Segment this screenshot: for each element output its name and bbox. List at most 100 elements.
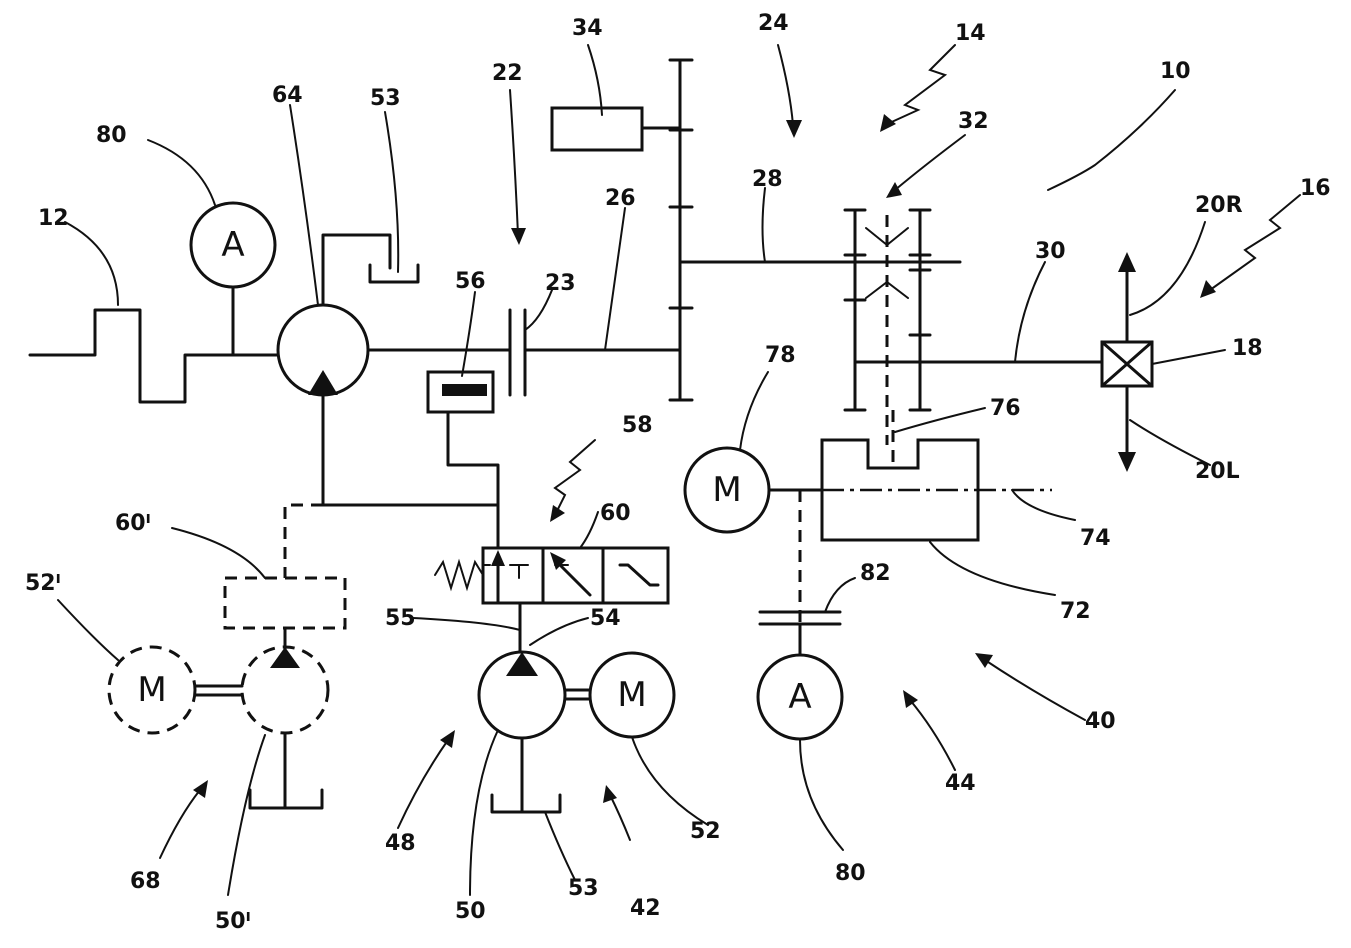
label-18: 18	[1232, 336, 1263, 361]
label-48: 48	[385, 831, 416, 856]
label-23: 23	[545, 271, 576, 296]
leader-34	[587, 44, 603, 116]
solenoid-symbol	[618, 563, 660, 587]
label-24: 24	[758, 11, 789, 36]
label-60p: 60ᴵ	[115, 511, 151, 536]
arrow-68	[159, 789, 201, 859]
arrow-16	[1209, 194, 1301, 291]
valve-60-diag	[553, 558, 592, 597]
leader-78	[739, 371, 769, 451]
label-16: 16	[1300, 176, 1331, 201]
motor-78-symbol: M	[712, 470, 741, 510]
label-26: 26	[605, 186, 636, 211]
accumulator-80-bottom-symbol: A	[788, 677, 811, 717]
leader-55	[412, 617, 521, 631]
leader-54	[529, 617, 589, 646]
label-80-top: 80	[96, 123, 127, 148]
leader-20R	[1129, 221, 1206, 316]
leader-82	[824, 577, 856, 613]
label-68: 68	[130, 869, 161, 894]
label-76: 76	[990, 396, 1021, 421]
label-20L: 20L	[1195, 459, 1240, 484]
label-55: 55	[385, 606, 416, 631]
arrow-58	[553, 439, 596, 516]
label-56: 56	[455, 269, 486, 294]
arrow-22-head	[511, 228, 526, 245]
arrow-68-head	[193, 780, 208, 798]
arrow-42-head	[603, 785, 617, 803]
leader-52p	[57, 599, 119, 661]
arrow-42	[609, 794, 631, 841]
leader-53-top	[384, 111, 400, 273]
arrow-14-head	[880, 114, 896, 132]
label-40: 40	[1085, 709, 1116, 734]
label-74: 74	[1080, 526, 1111, 551]
leader-74	[1011, 489, 1076, 521]
leader-53-bottom	[544, 811, 576, 881]
leader-10	[1047, 89, 1176, 191]
motor-52p-symbol: M	[137, 670, 166, 710]
label-54: 54	[590, 606, 621, 631]
leader-23	[524, 289, 553, 331]
box-34	[550, 106, 644, 152]
leader-50	[469, 729, 499, 896]
valve-60-solenoid	[601, 546, 670, 605]
label-20R: 20R	[1195, 193, 1243, 218]
engine-shaft-12	[28, 308, 280, 404]
line-60p-branch	[283, 503, 323, 578]
label-72: 72	[1060, 599, 1091, 624]
leader-76	[894, 407, 986, 433]
leader-30	[1014, 261, 1046, 363]
label-53-bottom: 53	[568, 876, 599, 901]
valve-60-arrow	[550, 552, 566, 570]
label-80-bottom: 80	[835, 861, 866, 886]
tank-53-bottom	[490, 793, 562, 814]
axle-20R-arrow	[1118, 252, 1136, 272]
arrow-48	[397, 739, 449, 829]
leader-72	[929, 541, 1056, 596]
label-44: 44	[945, 771, 976, 796]
arrow-24	[777, 44, 794, 126]
label-78: 78	[765, 343, 796, 368]
arrow-16-head	[1200, 280, 1216, 298]
label-30: 30	[1035, 239, 1066, 264]
valve-spring	[434, 558, 484, 592]
label-28: 28	[752, 167, 783, 192]
label-12: 12	[38, 206, 69, 231]
tank-50p	[248, 788, 324, 810]
leader-60	[579, 511, 599, 549]
tank-line-53-top	[321, 233, 392, 307]
actuator-56-line	[446, 410, 500, 550]
arrow-44	[909, 699, 956, 771]
tank-53-top	[368, 263, 420, 284]
label-82: 82	[860, 561, 891, 586]
label-32: 32	[958, 109, 989, 134]
leader-60p	[171, 527, 266, 579]
arrow-58-head	[550, 505, 565, 522]
label-52: 52	[690, 819, 721, 844]
label-34: 34	[572, 16, 603, 41]
leader-20L	[1129, 419, 1211, 466]
leader-12	[64, 221, 119, 306]
differential-18-cross	[1100, 340, 1154, 388]
pump-64-arrow	[308, 370, 338, 395]
valve-58-arrow	[491, 550, 505, 566]
motor-52p	[107, 645, 197, 735]
label-53-top: 53	[370, 86, 401, 111]
arrow-40-head	[975, 653, 993, 668]
accumulator-80-top-symbol: A	[221, 225, 244, 265]
leader-56	[461, 291, 476, 377]
leader-28	[761, 187, 766, 263]
arrow-24-head	[786, 120, 802, 138]
arrow-48-head	[440, 730, 455, 748]
axle-20L-arrow	[1118, 452, 1136, 472]
label-50: 50	[455, 899, 486, 924]
leader-18	[1151, 349, 1226, 365]
arrow-22	[509, 89, 519, 236]
label-10: 10	[1160, 59, 1191, 84]
pump-50-arrow	[506, 652, 538, 676]
arrow-32	[894, 134, 966, 191]
label-50p: 50ᴵ	[215, 909, 251, 934]
